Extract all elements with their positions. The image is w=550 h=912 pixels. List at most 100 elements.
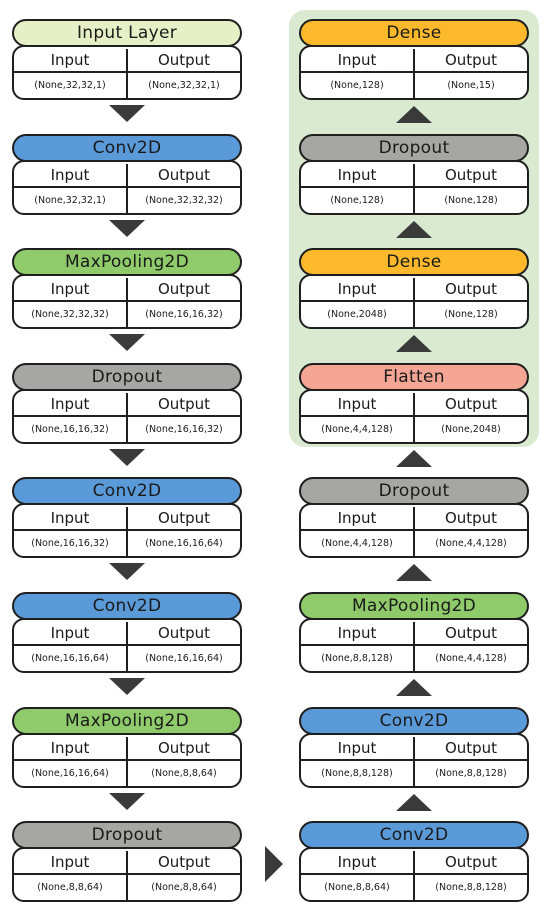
layer-name: Conv2D (12, 133, 242, 162)
layer-name: Dropout (12, 362, 242, 391)
input-label: Input (301, 392, 415, 415)
input-label: Input (14, 278, 128, 301)
arrow-down-icon (109, 563, 145, 581)
output-label: Output (444, 280, 498, 299)
layer-shape-table: Input Output (None,16,16,64) (None,16,16,64… (12, 618, 242, 673)
input-shape: (None,4,4,128) (301, 416, 415, 442)
table-row: (None,128) (None,128) (301, 187, 527, 213)
input-shape: (None,8,8,64) (301, 875, 415, 901)
table-row: (None,8,8,64)(None,8,8,128) (301, 875, 527, 901)
table-row: (None,32,32,32)(None,16,16,32) (14, 302, 240, 328)
output-label: Output (444, 165, 498, 184)
input-label: Input (301, 163, 415, 186)
table-row: (None,4,4,128) (None,2048) (301, 416, 527, 442)
output-label: Output (157, 165, 211, 184)
output-shape: (None,2048) (441, 423, 501, 435)
table-row: (None,128)(None,15) (301, 73, 527, 98)
output-label: Output (444, 738, 498, 757)
output-label: Output (157, 394, 211, 413)
output-shape: (None,8,8,128) (435, 767, 507, 779)
arrow-up-icon (396, 793, 432, 811)
layer-name: MaxPooling2D (299, 592, 529, 620)
table-header-row: Input Output (301, 162, 527, 188)
input-shape: (None,8,8,128) (301, 646, 415, 671)
layer-name: Dense (299, 248, 529, 277)
input-shape: (None,32,32,1) (14, 73, 128, 98)
table-row: (None,8,8,64) (None,8,8,64) (14, 875, 240, 901)
layer-shape-table: Input Output (None,128) (None,128) (299, 159, 529, 215)
input-label: Input (14, 392, 128, 415)
output-shape: (None,16,16,64) (145, 538, 223, 550)
input-label: Input (301, 622, 415, 644)
layer-name: MaxPooling2D (12, 706, 242, 735)
input-shape: (None,8,8,64) (14, 875, 128, 901)
output-label: Output (157, 624, 211, 642)
arrow-up-icon (396, 679, 432, 696)
output-shape: (None,16,16,64) (145, 653, 223, 664)
input-shape: (None,16,16,64) (14, 646, 128, 671)
table-row: (None,2048)(None,128) (301, 302, 527, 328)
arrow-down-icon (109, 105, 145, 122)
table-header-row: Input Output (14, 391, 240, 417)
input-label: Input (14, 736, 128, 759)
layer-name: Conv2D (299, 706, 529, 735)
output-shape: (None,4,4,128) (435, 538, 507, 550)
arrow-down-icon (109, 678, 145, 695)
arrow-down-icon (109, 448, 145, 466)
input-label: Input (14, 622, 128, 644)
layer-name: Flatten (299, 362, 529, 391)
arrow-down-icon (109, 792, 145, 810)
input-shape: (None,32,32,32) (14, 302, 128, 328)
input-label: Input (14, 49, 128, 71)
layer-name: Dense (299, 19, 529, 47)
output-label: Output (157, 51, 211, 69)
arrow-right-icon (265, 846, 283, 882)
output-shape: (None,32,32,32) (145, 194, 223, 206)
input-label: Input (301, 851, 415, 874)
input-label: Input (301, 49, 415, 71)
output-label: Output (157, 853, 211, 872)
layer-name: Dropout (12, 821, 242, 850)
output-label: Output (444, 853, 498, 872)
output-shape: (None,128) (444, 194, 498, 206)
layer-shape-table: Input Output (None,32,32,1) (None,32,32,1) (12, 45, 242, 100)
input-shape: (None,128) (301, 187, 415, 213)
arrow-down-icon (109, 334, 145, 352)
table-row: (None,32,32,1) (None,32,32,1) (14, 73, 240, 98)
output-shape: (None,15) (447, 80, 495, 91)
arrow-up-icon (396, 106, 432, 123)
output-label: Output (157, 509, 211, 528)
table-row: (None,4,4,128)(None,4,4,128) (301, 531, 527, 557)
input-shape: (None,16,16,32) (14, 531, 128, 557)
table-header-row: Input Output (301, 849, 527, 876)
output-shape: (None,8,8,64) (151, 882, 217, 894)
table-header-row: Input Output (14, 47, 240, 73)
output-shape: (None,32,32,1) (148, 80, 220, 91)
arrow-down-icon (109, 219, 145, 237)
layer-name: Dropout (299, 133, 529, 162)
